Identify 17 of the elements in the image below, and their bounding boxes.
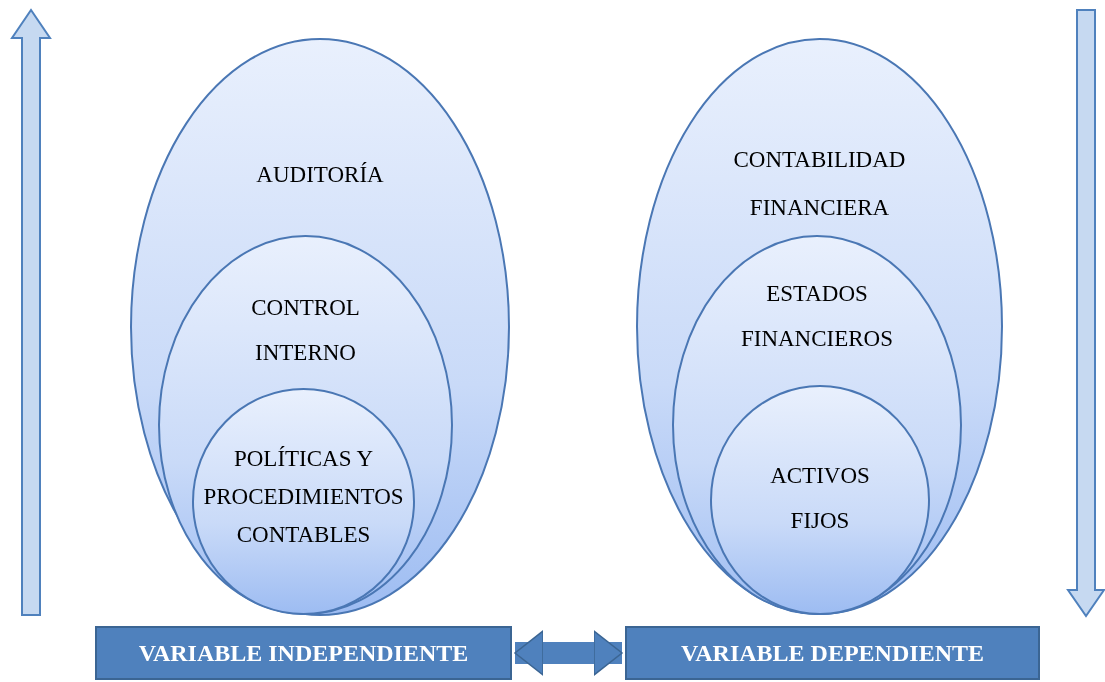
- ellipse-label: ACTIVOS FIJOS: [769, 462, 871, 535]
- ellipse-label: POLÍTICAS Y PROCEDIMIENTOS CONTABLES: [202, 445, 405, 549]
- nested-ellipse: [192, 388, 415, 615]
- ellipse-label: ESTADOS FINANCIEROS: [739, 280, 895, 353]
- nested-ellipse: [672, 235, 962, 615]
- ellipse-label: CONTABILIDAD FINANCIERA: [732, 146, 907, 222]
- variable-box: [95, 626, 512, 680]
- nested-ellipse: [636, 38, 1003, 615]
- box-title: VARIABLE INDEPENDIENTE: [138, 639, 469, 667]
- nested-ellipse: [130, 38, 510, 616]
- double-arrow: [514, 630, 623, 676]
- ellipse-label: CONTROL INTERNO: [250, 294, 361, 367]
- variable-box: [625, 626, 1040, 680]
- nested-ellipse: [158, 235, 453, 615]
- box-title: VARIABLE DEPENDIENTE: [681, 639, 984, 667]
- ellipse-label: AUDITORÍA: [255, 161, 385, 189]
- nested-ellipse: [710, 385, 930, 615]
